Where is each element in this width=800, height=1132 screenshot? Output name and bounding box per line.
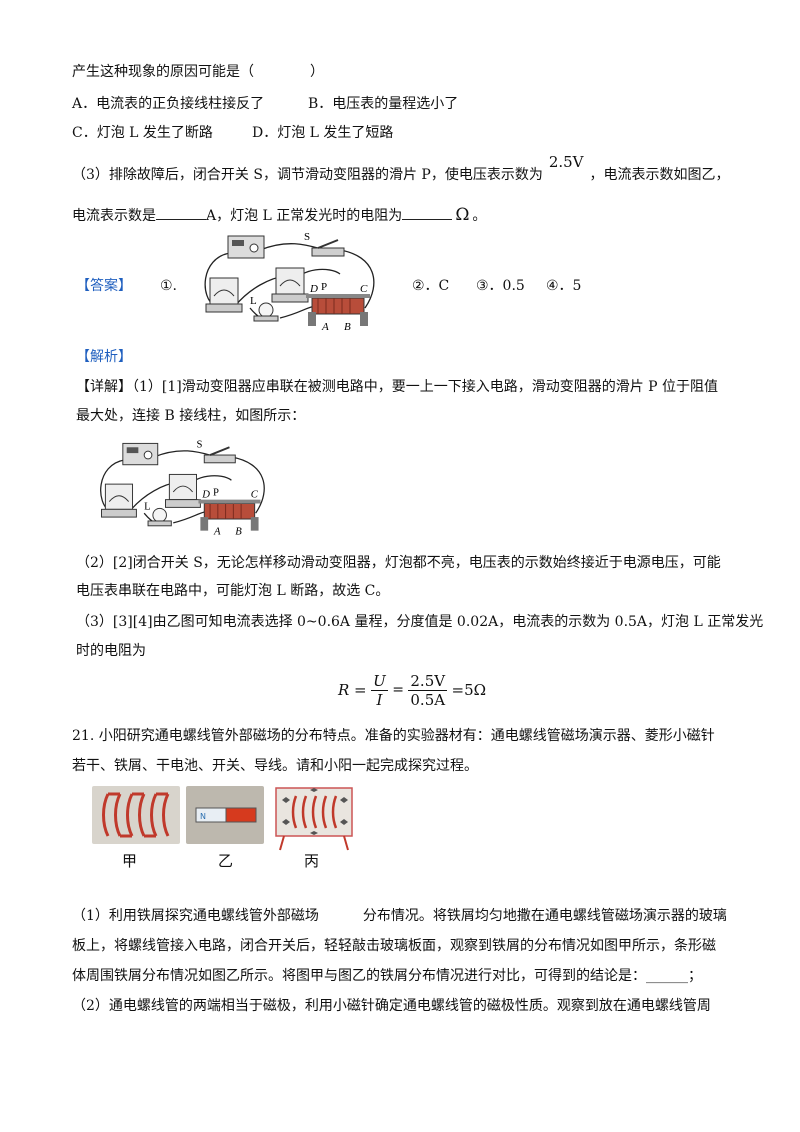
q21-p1-line1: （1）利用铁屑探究通电螺线管外部磁场 分布情况。将铁屑均匀地撒在通电螺线管磁场演示… <box>72 906 727 926</box>
p3-line1: （3）[3][4]由乙图可知电流表选择 0~0.6A 量程，分度值是 0.02A… <box>76 614 764 630</box>
q21-p1-line3: 体周围铁屑分布情况如图乙所示。将图甲与图乙的铁屑分布情况进行对比，可得到的结论是… <box>72 968 702 984</box>
answer-4: ④．5 <box>546 278 582 294</box>
q3-line1: （3）排除故障后，闭合开关 S，调节滑动变阻器的滑片 P，使电压表示数为 2.5V… <box>72 153 730 185</box>
label-l: L <box>250 295 257 307</box>
p3-line2: 时的电阻为 <box>76 643 146 659</box>
q21-line1: 21. 小阳研究通电螺线管外部磁场的分布特点。准备的实验器材有：通电螺线管磁场演… <box>72 728 715 744</box>
caption-yi: 乙 <box>218 852 234 870</box>
formula-lhs: R = <box>338 681 367 699</box>
question-intro: 产生这种现象的原因可能是（ ） <box>72 64 324 80</box>
p2-line1: （2）[2]闭合开关 S，无论怎样移动滑动变阻器，灯泡都不亮，电压表的示数始终接… <box>76 555 721 571</box>
ammeter <box>205 277 243 313</box>
resistance-blank <box>402 219 453 220</box>
label-l-2: L <box>144 501 151 512</box>
svg-text:N: N <box>200 812 206 821</box>
circuit-diagram-detail: S L D P C A B <box>100 439 265 538</box>
q21-line2: 若干、铁屑、干电池、开关、导线。请和小阳一起完成探究过程。 <box>72 758 478 774</box>
label-s: S <box>304 231 310 243</box>
q3-part1: （3）排除故障后，闭合开关 S，调节滑动变阻器的滑片 P，使电压表示数为 <box>72 167 543 183</box>
p2-line2: 电压表串联在电路中，可能灯泡 L 断路，故选 C。 <box>76 583 390 599</box>
answer-3: ③．0.5 <box>476 278 525 294</box>
label-p: P <box>321 281 327 293</box>
label-d-2: D <box>201 490 210 501</box>
q21-p1-line2: 板上，将螺线管接入电路，闭合开关后，轻轻敲击玻璃板面，观察到铁屑的分布情况如图甲… <box>72 938 716 954</box>
label-c: C <box>360 283 368 295</box>
label-b-2: B <box>235 527 242 538</box>
q3-voltage: 2.5V <box>548 153 584 171</box>
circuit-diagram-answer: S L D P C A B <box>204 231 375 333</box>
formula-result: =5Ω <box>451 681 487 699</box>
answer-label: 【答案】 <box>76 278 132 294</box>
answer-2: ②．C <box>412 278 450 294</box>
rheostat <box>306 294 370 326</box>
q21-p2-line1: （2）通电螺线管的两端相当于磁极，利用小磁针确定通电螺线管的磁极性质。观察到放在… <box>72 998 711 1014</box>
power-supply <box>227 235 265 259</box>
q3-line2a: 电流表示数是 <box>72 208 156 224</box>
rheostat-2 <box>203 503 256 520</box>
analysis-label: 【解析】 <box>76 349 132 365</box>
answer-1: ①. <box>160 278 178 294</box>
label-c-2: C <box>251 490 259 501</box>
formula-i: I <box>376 690 383 709</box>
option-d: D．灯泡 L 发生了短路 <box>252 125 394 141</box>
label-a-2: A <box>213 527 221 538</box>
formula-num: 2.5V <box>408 671 448 691</box>
option-b: B．电压表的量程选小了 <box>308 96 459 112</box>
label-p-2: P <box>213 488 219 499</box>
q21-p1-l1a: （1）利用铁屑探究通电螺线管外部磁场 <box>72 908 319 924</box>
ammeter-2 <box>104 483 134 510</box>
detail-line2: 最大处，连接 B 接线柱，如图所示： <box>76 408 306 424</box>
formula-u: U <box>371 671 388 691</box>
option-c: C．灯泡 L 发生了断路 <box>72 125 213 141</box>
switch-s <box>311 239 345 257</box>
voltmeter <box>271 267 309 303</box>
label-a: A <box>321 321 329 333</box>
power-supply-2 <box>122 442 159 466</box>
photo-jia-solenoid <box>92 786 180 844</box>
label-d: D <box>309 283 318 295</box>
ohm-unit: Ω <box>455 205 470 225</box>
label-s-2: S <box>197 439 203 450</box>
q3-line2b: A，灯泡 L 正常发光时的电阻为 <box>206 208 403 224</box>
caption-bing: 丙 <box>304 852 320 870</box>
bulb-l-2 <box>152 507 167 523</box>
q3-line2: 电流表示数是 A，灯泡 L 正常发光时的电阻为 Ω。 <box>72 205 486 226</box>
bulb-l <box>253 302 279 322</box>
voltmeter-2 <box>168 473 197 501</box>
q21-p1-l1b: 分布情况。将铁屑均匀地撒在通电螺线管磁场演示器的玻璃 <box>362 908 727 924</box>
formula-den: 0.5A <box>410 690 446 709</box>
photo-yi-bar-magnet: N <box>186 786 264 844</box>
caption-jia: 甲 <box>122 852 138 870</box>
switch-s-2 <box>203 454 236 464</box>
label-b: B <box>344 321 351 333</box>
photo-bing-solenoid-compasses <box>275 787 353 851</box>
current-blank <box>156 219 206 220</box>
option-a: A．电流表的正负接线柱接反了 <box>72 96 265 112</box>
q3-part2: ，电流表示数如图乙， <box>589 167 730 183</box>
detail-line1: 【详解】（1）[1]滑动变阻器应串联在被测电路中，要一上一下接入电路，滑动变阻器… <box>76 379 719 395</box>
q3-end: 。 <box>472 208 487 224</box>
